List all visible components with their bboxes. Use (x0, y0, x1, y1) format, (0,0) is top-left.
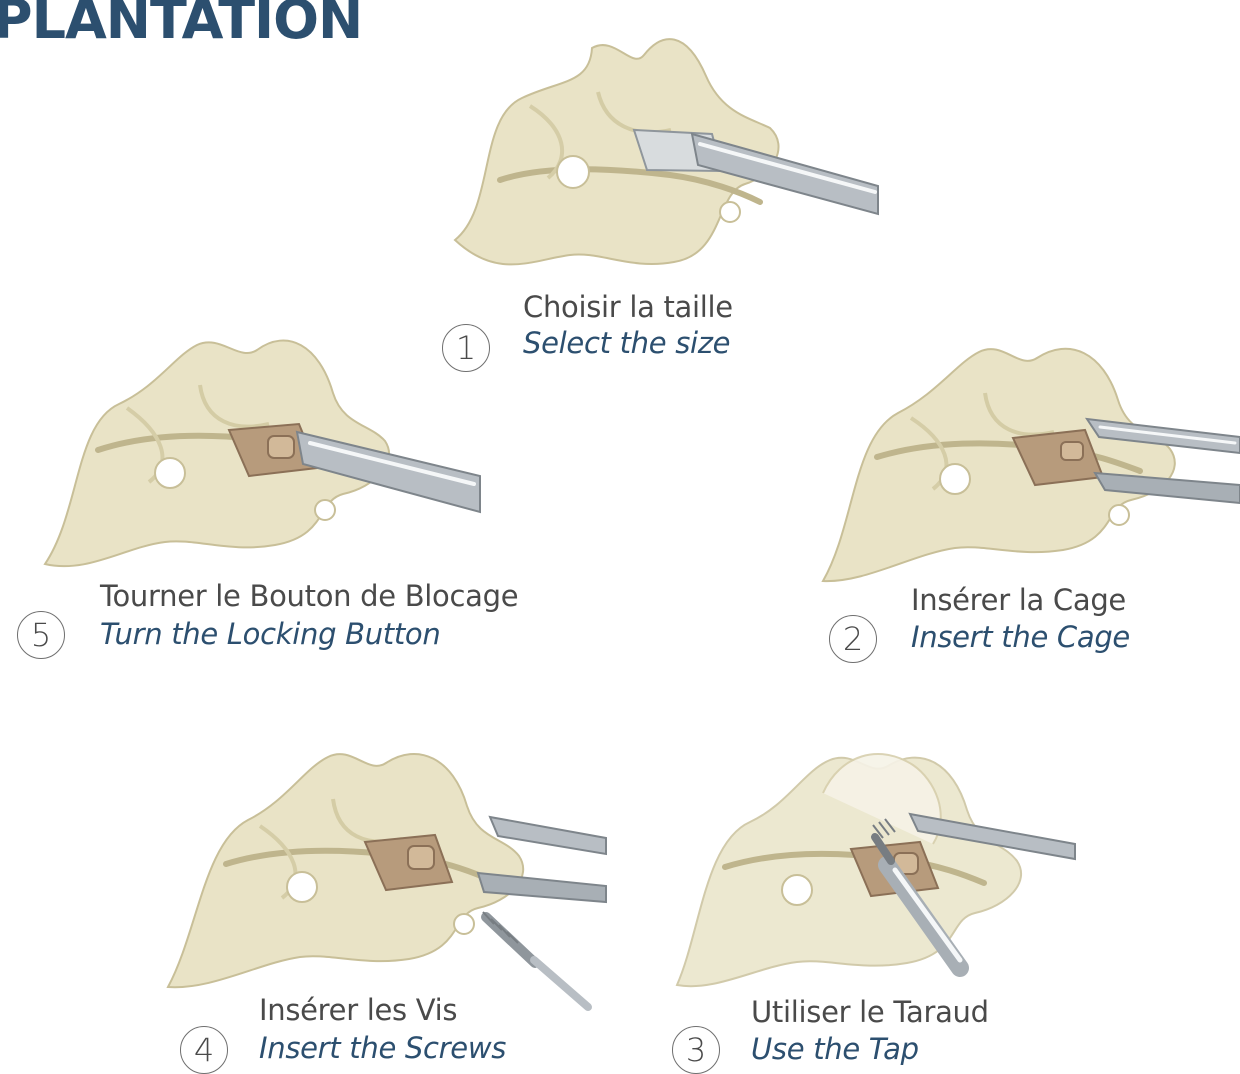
step-4-illustration (160, 705, 610, 1005)
step-number-badge: 5 (17, 611, 65, 659)
step-1-illustration (430, 10, 880, 300)
step-5-illustration (25, 292, 485, 582)
step-3-illustration (655, 710, 1085, 1010)
step-label-en: Turn the Locking Button (100, 617, 440, 651)
vertebrae-icon (677, 754, 1021, 986)
step-label-fr: Insérer les Vis (259, 993, 457, 1027)
step-number-badge: 2 (829, 615, 877, 663)
step-label-fr: Tourner le Bouton de Blocage (100, 579, 518, 613)
step-label-en: Insert the Cage (911, 620, 1130, 654)
page-heading: PLANTATION (0, 0, 362, 51)
step-label-fr: Insérer la Cage (911, 583, 1126, 617)
step-label-fr: Choisir la taille (523, 290, 733, 324)
step-label-en: Insert the Screws (259, 1031, 506, 1065)
step-label-en: Use the Tap (751, 1032, 919, 1066)
step-number-badge: 3 (672, 1026, 720, 1074)
vertebrae-icon (168, 754, 523, 987)
vertebrae-icon (823, 349, 1175, 581)
step-label-en: Select the size (523, 326, 730, 360)
step-number-badge: 4 (180, 1026, 228, 1074)
step-number-badge: 1 (442, 324, 490, 372)
step-2-illustration (815, 295, 1240, 585)
step-label-fr: Utiliser le Taraud (751, 995, 989, 1029)
